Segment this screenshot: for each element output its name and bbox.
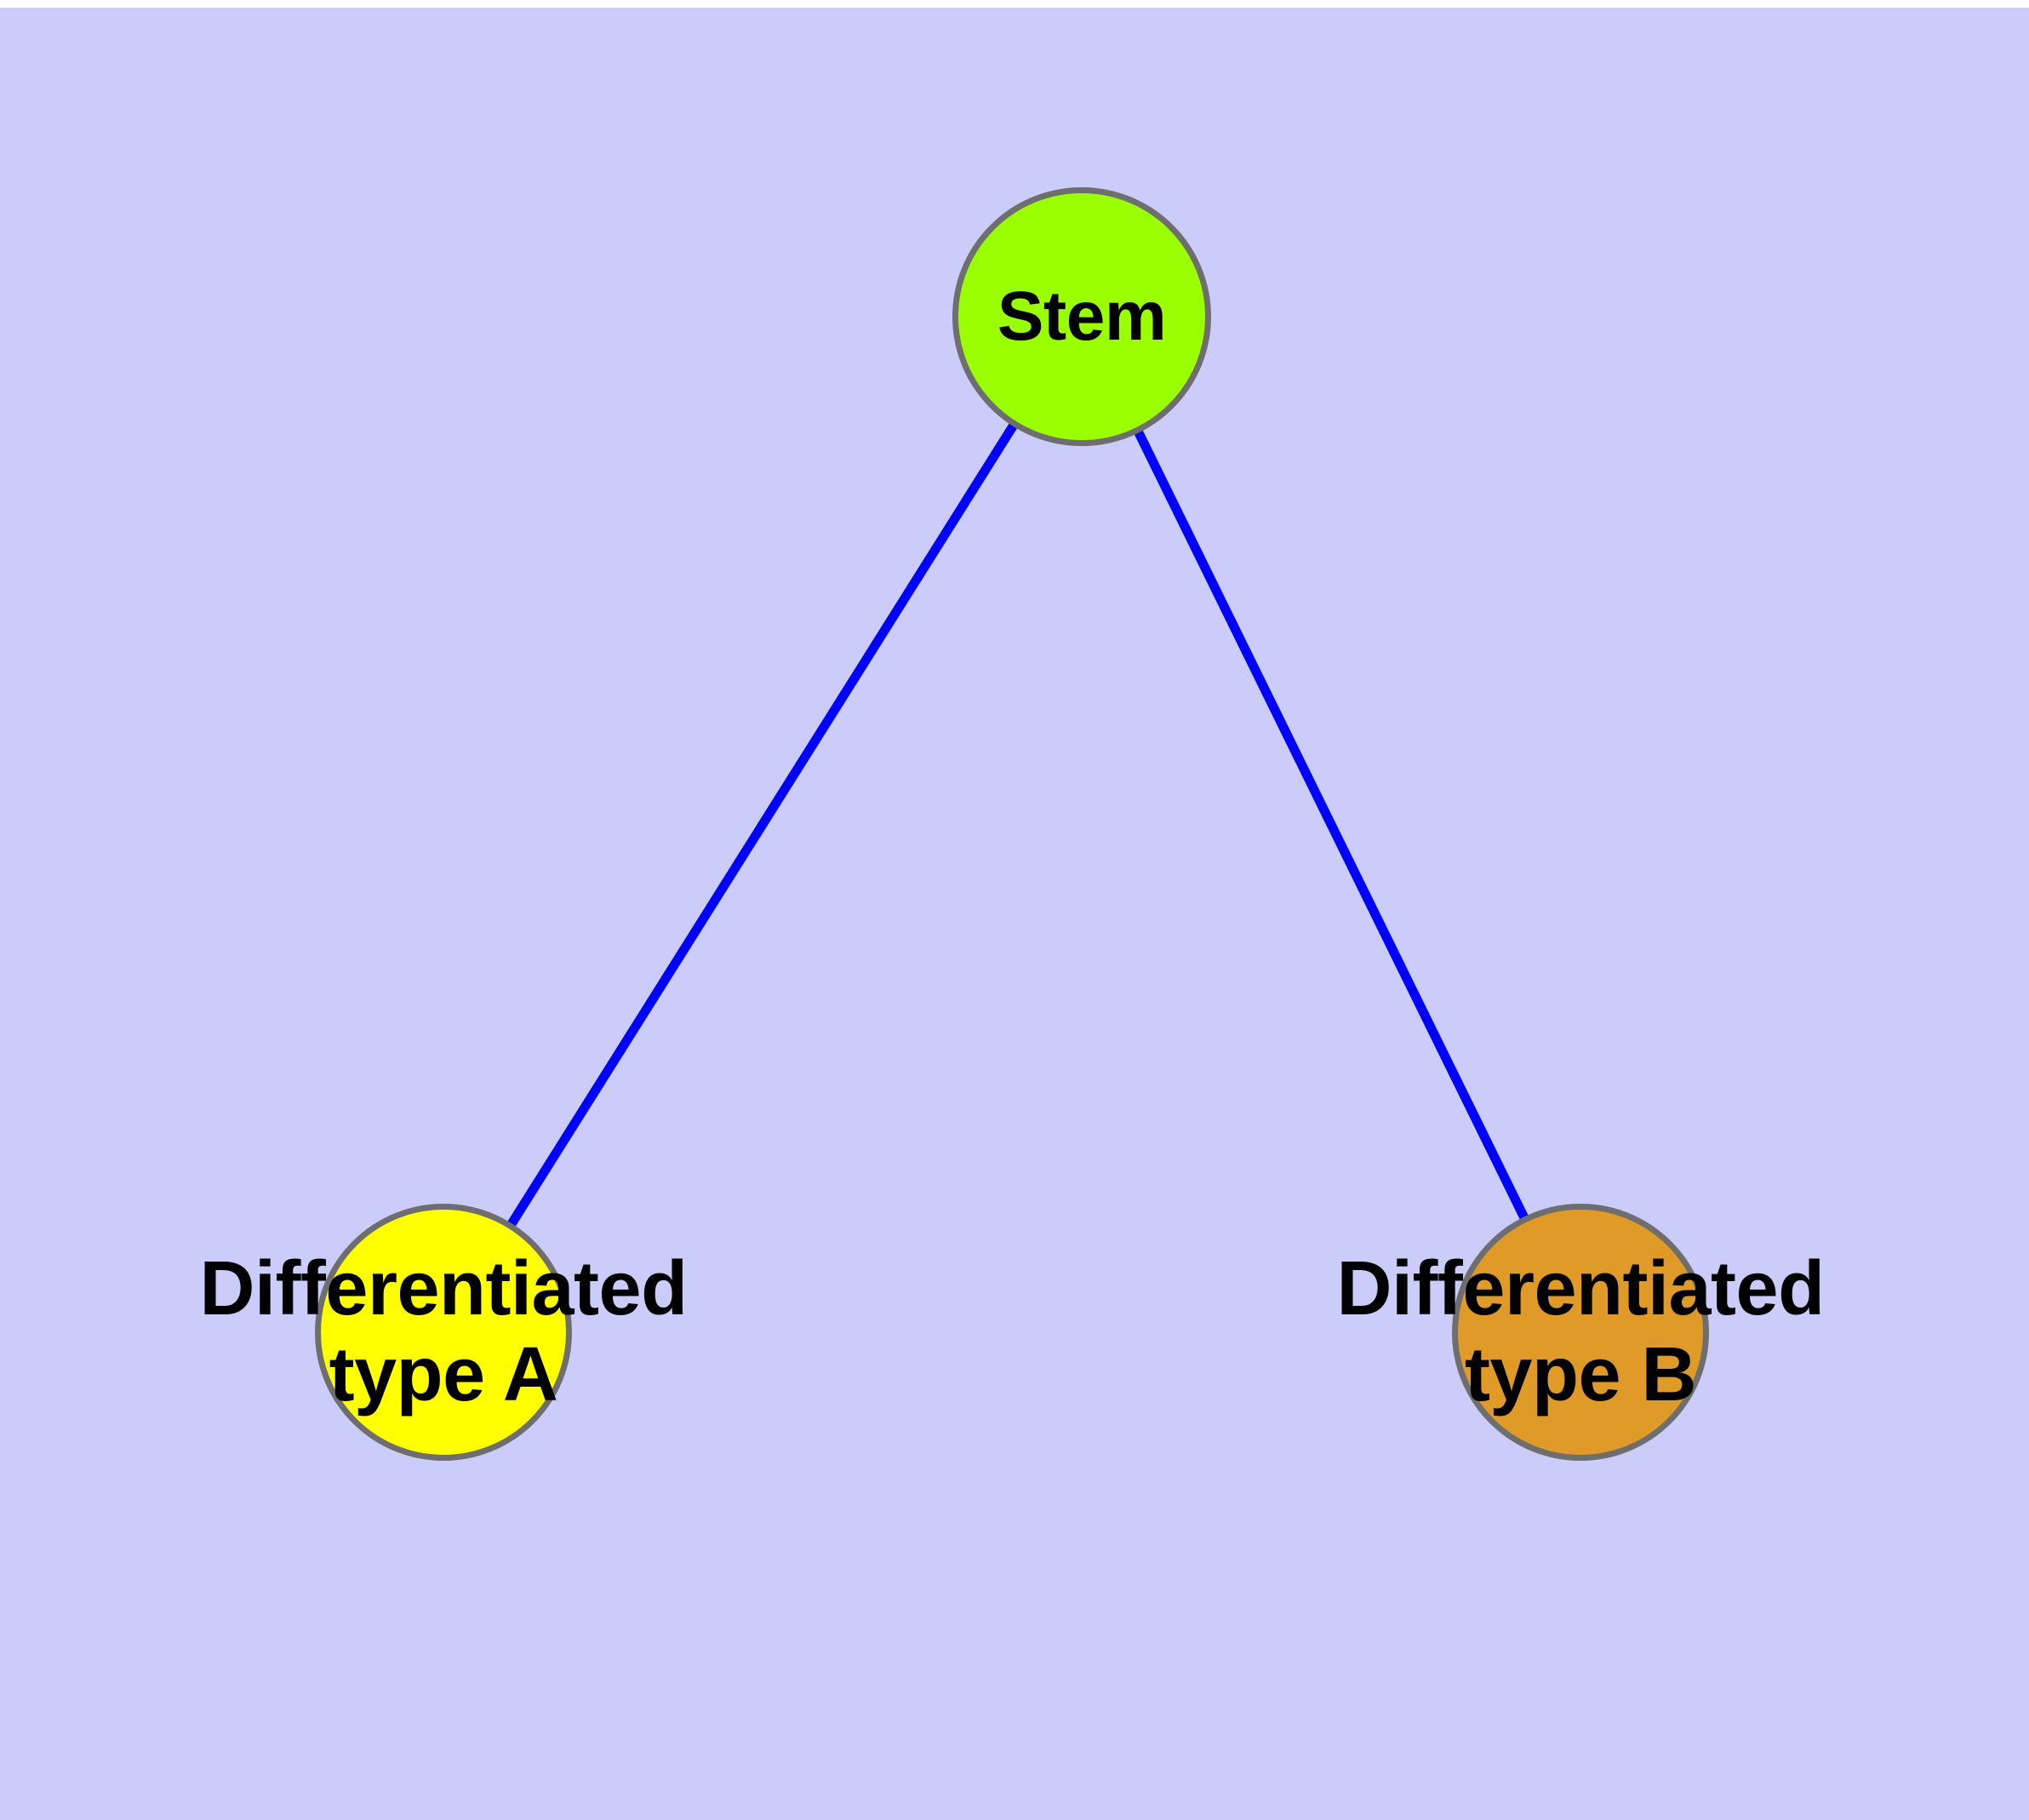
node-stem[interactable]	[952, 187, 1211, 446]
edge-layer	[506, 421, 1530, 1229]
node-layer	[0, 8, 2029, 1820]
node-differentiated-type-b[interactable]	[1452, 1204, 1709, 1461]
node-differentiated-type-a[interactable]	[315, 1204, 572, 1461]
edge-stem-to-differentiated-type-a[interactable]	[506, 421, 1019, 1229]
edge-stem-to-differentiated-type-b[interactable]	[1133, 427, 1530, 1222]
